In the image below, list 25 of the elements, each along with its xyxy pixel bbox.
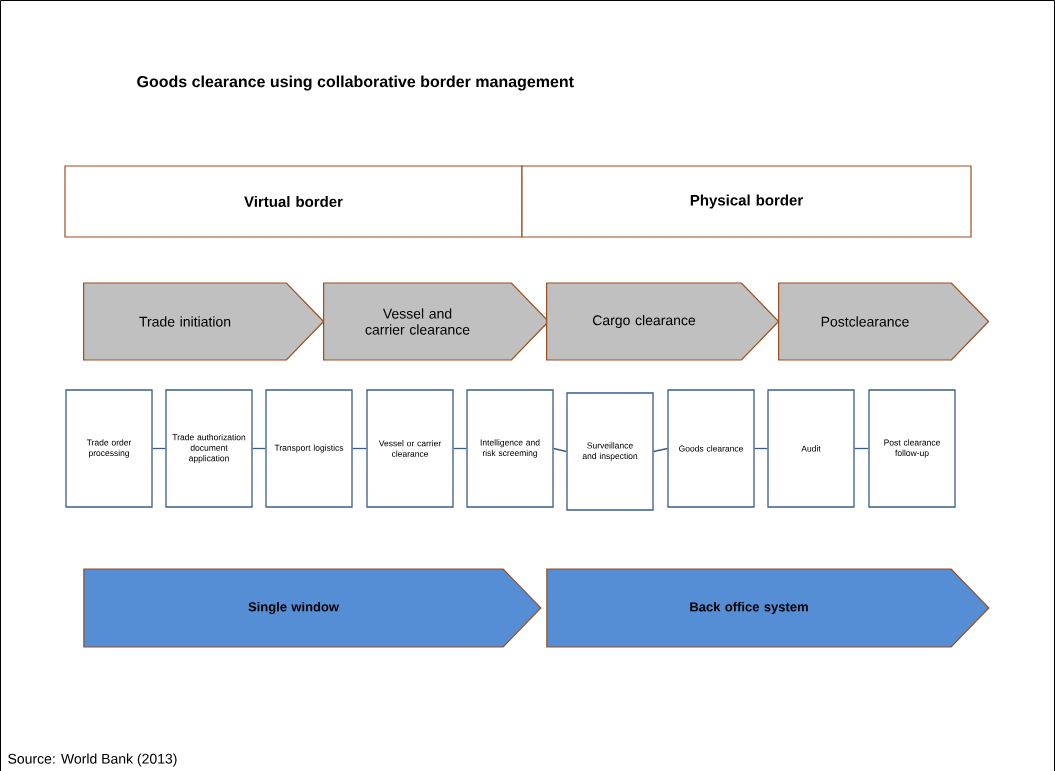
chevron-step: Trade initiation (83, 282, 325, 361)
process-box: Surveillance and inspection (566, 392, 654, 511)
chevron-step: Postclearance (778, 282, 990, 361)
chevron-step: Cargo clearance (546, 282, 780, 361)
connector-line (252, 447, 266, 450)
process-box: Intelligence and risk screeming (466, 389, 554, 508)
connector-line (453, 447, 467, 450)
process-box: Vessel or carrier clearance (366, 389, 454, 508)
band-box: Physical border (521, 165, 972, 238)
chevron-step: Vessel and carrier clearance (323, 282, 550, 361)
process-box: Audit (767, 389, 855, 508)
connector-line (754, 447, 768, 450)
title: Goods clearance using collaborative border management (137, 75, 574, 91)
process-box: Goods clearance (667, 389, 755, 508)
connector-line (553, 447, 567, 453)
process-box: Trade authorization document application (165, 389, 253, 508)
connector-line (352, 447, 367, 450)
process-box: Transport logistics (265, 389, 353, 508)
process-box: Post clearance follow-up (868, 389, 956, 508)
connector-line (152, 447, 166, 450)
connector-line (854, 447, 869, 450)
source-note: Source: World Bank (2013) (8, 753, 177, 767)
connector-line (653, 447, 668, 453)
process-box: Trade order processing (65, 389, 153, 508)
band-box: Virtual border (64, 165, 523, 238)
